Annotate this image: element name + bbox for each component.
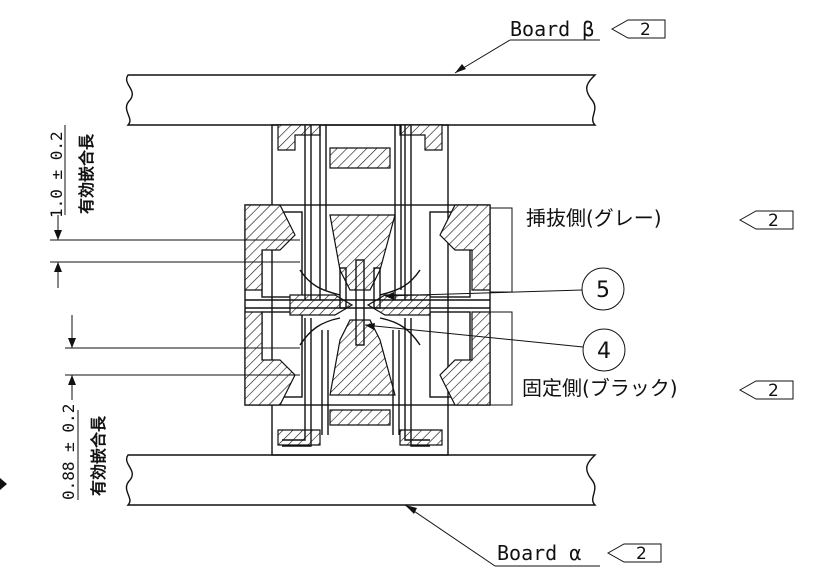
board-beta-callout: Board β 2 [454,17,666,74]
fixed-side-label: 固定側(ブラック) [522,376,678,400]
fixed-side-callout: 固定側(ブラック) 2 [522,376,794,401]
lower-mating-dimension: 0.88 ± 0.2 有効嵌合長 [59,315,300,500]
board-beta-label: Board β [510,17,594,41]
board-beta [125,74,597,126]
lower-dimension-caption: 有効嵌合長 [89,415,108,496]
lower-dimension-value: 0.88 ± 0.2 [59,404,78,500]
board-alpha-label: Board α [497,541,581,565]
board-beta-rev: 2 [640,20,651,40]
balloon-4-number: 4 [597,339,611,364]
board-alpha-rev: 2 [636,544,647,564]
revision-triangle-icon [738,380,794,400]
fixed-side-rev: 2 [768,381,779,401]
insert-side-bracket [490,207,513,293]
balloon-5: 5 [384,267,625,311]
fixed-side-bracket [490,311,513,406]
revision-triangle-icon [610,19,666,39]
upper-dimension-value: 1.0 ± 0.2 [47,131,66,218]
upper-mating-dimension: 1.0 ± 0.2 有効嵌合長 [47,125,300,288]
insert-side-label: 挿抜側(グレー) [526,206,662,230]
revision-triangle-icon [738,210,794,230]
board-alpha [125,454,597,506]
balloon-5-number: 5 [596,278,610,303]
connector-housing [244,124,491,456]
balloon-4: 4 [364,323,626,372]
insert-side-callout: 挿抜側(グレー) 2 [526,206,794,231]
insert-side-rev: 2 [768,211,779,231]
contact-pins [282,125,430,447]
board-alpha-callout: Board α 2 [404,504,662,567]
upper-dimension-caption: 有効嵌合長 [77,133,96,214]
revision-triangle-icon [606,543,662,563]
edge-marker-icon [0,478,7,490]
